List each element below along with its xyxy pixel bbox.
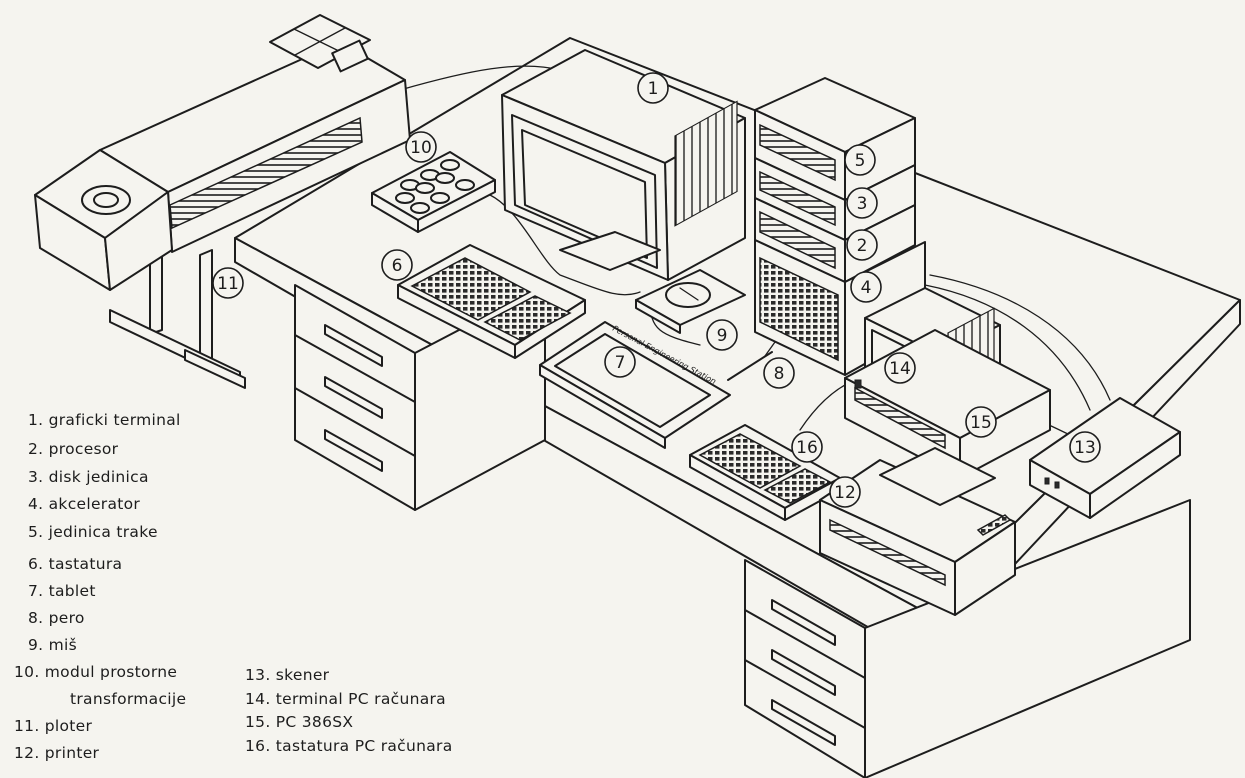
legend-item-1: 1. graficki terminal (28, 411, 181, 429)
legend-item-10-cont: transformacije (70, 690, 186, 708)
legend-item-15: 15. PC 386SX (245, 713, 353, 731)
legend-item-16: 16. tastatura PC računara (245, 737, 453, 755)
callout-2: 2 (847, 230, 877, 260)
callout-1: 1 (638, 73, 668, 103)
callout-number: 14 (889, 359, 911, 379)
callout-8: 8 (764, 358, 794, 388)
legend-item-13: 13. skener (245, 666, 329, 684)
callout-11: 11 (213, 268, 243, 298)
callout-number: 16 (796, 438, 818, 458)
legend-item-3: 3. disk jedinica (28, 468, 149, 486)
legend-item-6: 6. tastatura (28, 555, 122, 573)
legend-item-14: 14. terminal PC računara (245, 690, 446, 708)
callout-number: 11 (217, 274, 239, 294)
callout-number: 6 (392, 256, 403, 276)
legend-item-4: 4. akcelerator (28, 495, 140, 513)
callout-16: 16 (792, 432, 822, 462)
legend-item-5: 5. jedinica trake (28, 523, 158, 541)
callout-10: 10 (406, 132, 436, 162)
legend-item-2: 2. procesor (28, 440, 118, 458)
callout-14: 14 (885, 353, 915, 383)
callout-9: 9 (707, 320, 737, 350)
callout-12: 12 (830, 477, 860, 507)
callout-number: 2 (857, 236, 868, 256)
callout-number: 7 (615, 353, 626, 373)
legend-item-12: 12. printer (14, 744, 99, 762)
callout-number: 5 (855, 151, 866, 171)
legend-item-7: 7. tablet (28, 582, 96, 600)
callout-number: 12 (834, 483, 856, 503)
legend-item-8: 8. pero (28, 609, 85, 627)
legend-item-11: 11. ploter (14, 717, 92, 735)
callout-number: 10 (410, 138, 432, 158)
callout-number: 15 (970, 413, 992, 433)
callout-number: 3 (857, 194, 868, 214)
callout-number: 1 (648, 79, 659, 99)
callout-6: 6 (382, 250, 412, 280)
callout-15: 15 (966, 407, 996, 437)
callout-number: 8 (774, 364, 785, 384)
callout-number: 4 (861, 278, 872, 298)
legend-item-9: 9. miš (28, 636, 77, 654)
callout-4: 4 (851, 272, 881, 302)
callout-number: 9 (717, 326, 728, 346)
callout-5: 5 (845, 145, 875, 175)
callout-13: 13 (1070, 432, 1100, 462)
callout-number: 13 (1074, 438, 1096, 458)
callout-3: 3 (847, 188, 877, 218)
legend-item-10: 10. modul prostorne (14, 663, 177, 681)
callout-7: 7 (605, 347, 635, 377)
